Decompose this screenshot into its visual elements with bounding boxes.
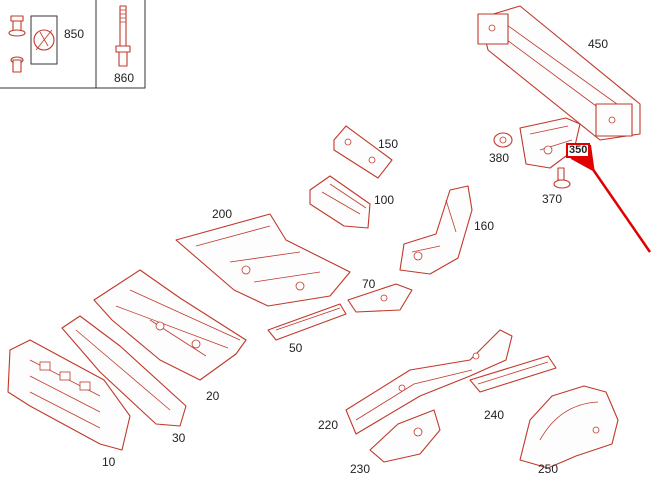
part-160-side-member [399,185,473,275]
callout-220: 220 [318,418,339,432]
highlight-arrow [570,144,652,253]
part-50-rail [267,303,347,341]
long-bolt-icon [115,5,131,67]
callout-370: 370 [542,192,563,206]
callout-380: 380 [489,151,510,165]
part-250-wheel-housing [519,385,619,469]
callout-200: 200 [212,207,233,221]
part-30-sill [61,315,187,427]
callout-230: 230 [350,462,371,476]
callout-450: 450 [588,37,609,51]
callout-850: 850 [64,27,85,41]
callout-240: 240 [484,408,505,422]
callout-150: 150 [378,137,399,151]
part-20-floor-assembly [93,269,247,381]
part-370-bolt [553,167,571,189]
callout-160: 160 [474,219,495,233]
part-450-bumper-beam [477,5,641,141]
bolt-washer-icon [8,15,26,73]
part-70-bracket [347,283,413,313]
part-240-channel [469,355,557,393]
callout-30: 30 [172,431,186,445]
callout-70: 70 [362,277,376,291]
part-200-floor-pan [175,213,351,307]
callout-350-highlighted: 350 [566,143,591,158]
callout-250: 250 [538,462,559,476]
callout-50: 50 [289,341,303,355]
callout-100: 100 [374,193,395,207]
part-150-bracket [333,125,393,179]
part-230-bracket [369,409,441,463]
callout-860: 860 [114,71,135,85]
legend-box [0,0,146,89]
callout-10: 10 [102,455,116,469]
part-100-bracket [309,175,371,229]
callout-20: 20 [206,389,220,403]
part-10-front-panel [7,339,131,451]
part-220-long-member [345,329,513,435]
wrench-icon [30,15,58,65]
part-380-nut [493,132,513,148]
